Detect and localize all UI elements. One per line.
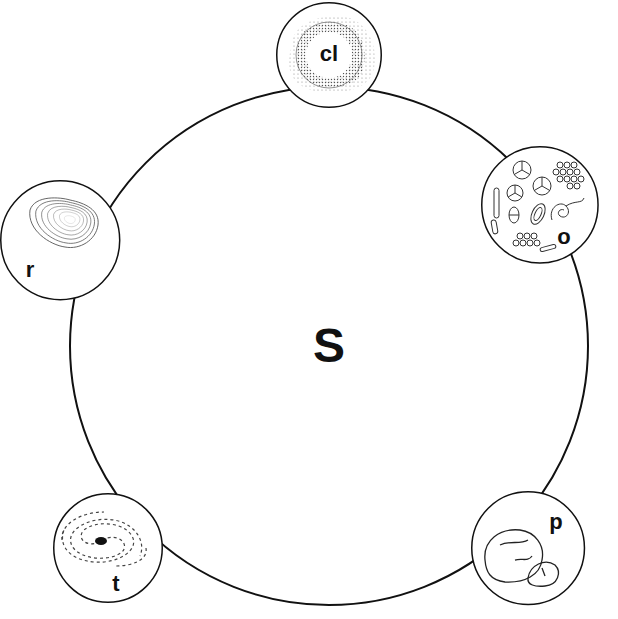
component-circle: o — [481, 146, 599, 264]
microbes — [491, 161, 584, 252]
circle-shape — [1, 181, 120, 300]
circle-shape — [472, 492, 585, 605]
component-circle: r — [0, 180, 120, 300]
circle-shape — [482, 147, 598, 263]
circle-shape — [277, 3, 382, 108]
circle-outline — [0, 180, 120, 300]
circle-outline — [53, 493, 163, 603]
contour-lines — [30, 198, 98, 248]
stipple-halo — [289, 16, 375, 93]
system-label: S — [313, 322, 345, 370]
component-label: t — [112, 573, 119, 595]
circle-outline — [471, 491, 585, 605]
component-circle: p — [471, 491, 585, 605]
component-circle: t — [53, 493, 163, 603]
galaxy-core — [95, 537, 107, 545]
component-label: p — [549, 511, 562, 533]
component-label: cl — [320, 43, 338, 65]
component-label: r — [26, 259, 35, 281]
circle-outline — [481, 146, 599, 264]
circle-shape — [54, 494, 163, 603]
spiral-galaxy — [62, 512, 146, 566]
component-label: o — [557, 226, 570, 248]
rocks — [485, 530, 559, 586]
component-circle: cl — [276, 2, 382, 108]
